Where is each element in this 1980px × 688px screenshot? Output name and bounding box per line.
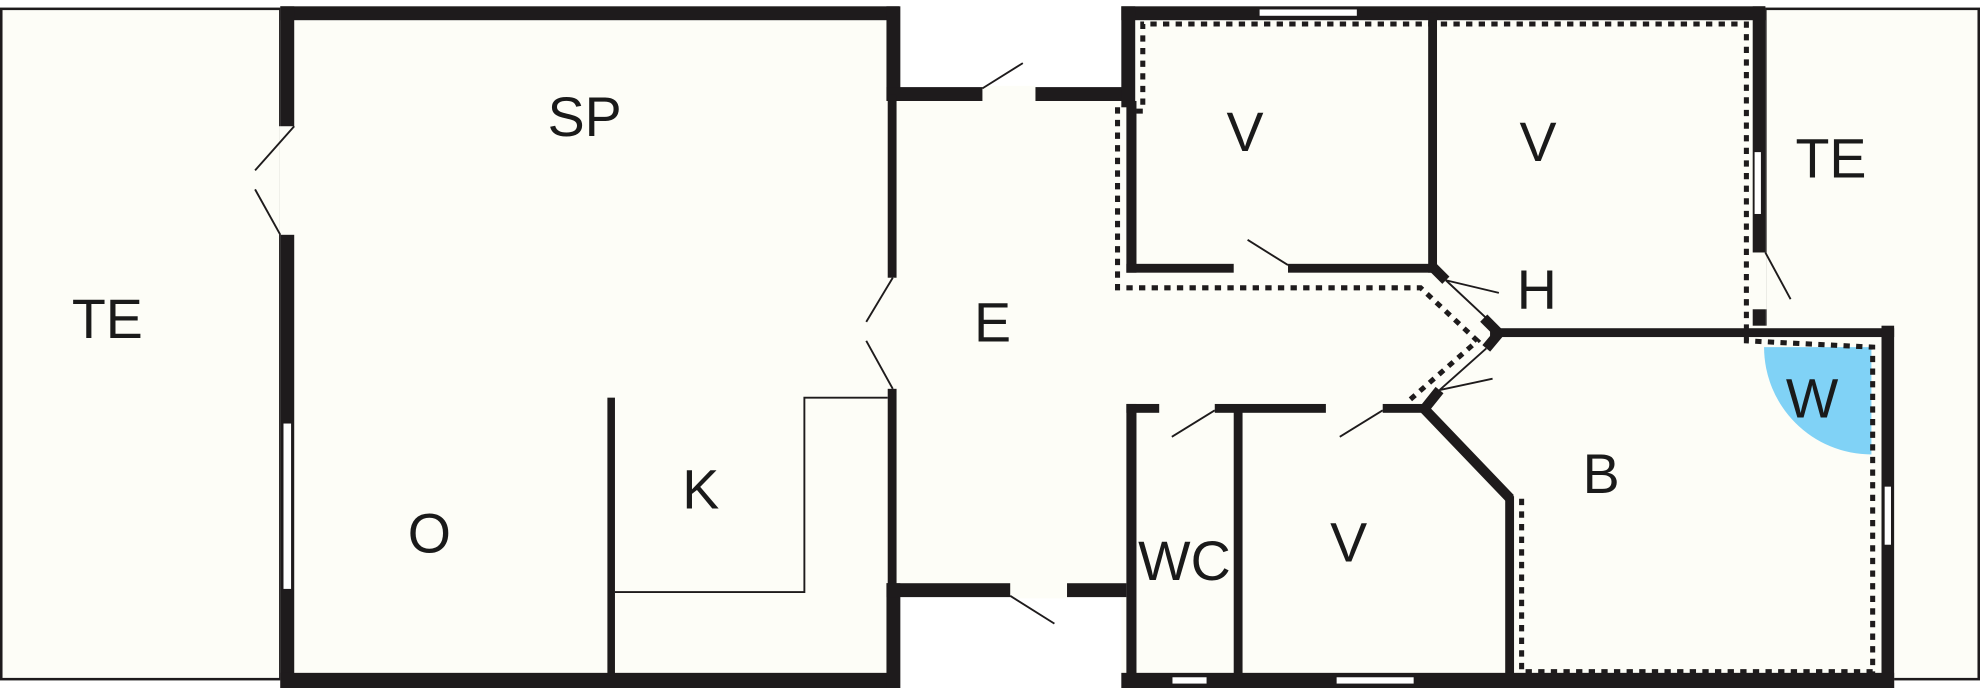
windows xyxy=(282,8,1893,685)
room-label-bedroom-2: V xyxy=(1520,111,1557,173)
room-label-kitchen: K xyxy=(682,458,719,520)
room-label-bathroom: B xyxy=(1583,443,1620,505)
wardrobe-area xyxy=(1764,347,1872,455)
room-label-living: SP xyxy=(548,86,622,148)
room-label-hall: H xyxy=(1517,259,1557,321)
door-swings xyxy=(254,62,1792,625)
room-label-bedroom-1: V xyxy=(1227,101,1264,163)
room-label-bedroom-3: V xyxy=(1330,511,1367,573)
dashed-outlines xyxy=(1115,21,1876,675)
room-label-entrance: E xyxy=(974,292,1011,354)
room-label-dining: O xyxy=(408,502,451,564)
room-label-terrace-right: TE xyxy=(1795,128,1866,190)
room-label-terrace-left: TE xyxy=(72,288,143,350)
door-openings xyxy=(279,85,1767,599)
room-label-toilet: WC xyxy=(1138,530,1231,592)
room-label-wardrobe: W xyxy=(1786,367,1839,429)
terrace-left xyxy=(0,7,282,681)
